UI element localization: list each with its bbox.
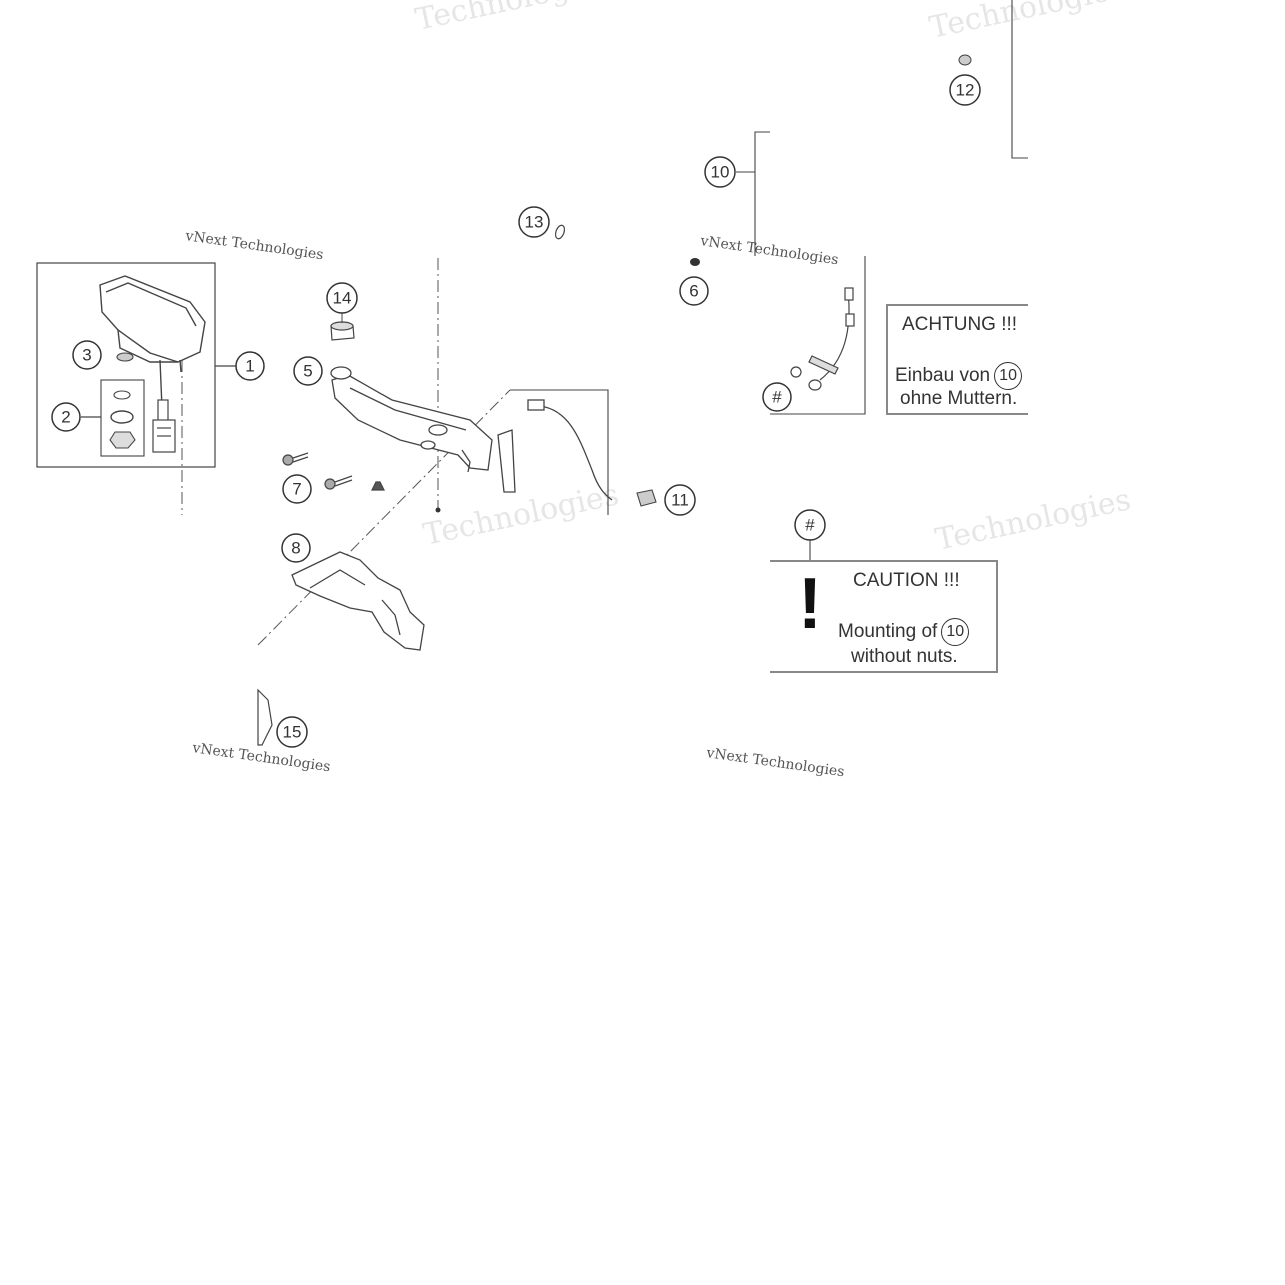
dashboard-kit-box [36,262,236,468]
o-ring [110,410,134,424]
washer [116,352,134,362]
svg-text:13: 13 [525,213,544,232]
sensor-cable [497,399,613,501]
callout-10: 10 [704,156,736,188]
exclamation-icon: ! [798,564,822,644]
small-seal [113,390,131,400]
watermark-top: Technologies [412,0,613,38]
callout-12: 12 [949,74,981,106]
svg-text:6: 6 [689,282,698,301]
callout-7: 7 [282,474,312,504]
svg-text:#: # [772,388,782,407]
svg-text:11: 11 [671,491,689,510]
seal-kit-box [100,379,145,457]
watermark-right: Technologies [932,482,1133,558]
clip [636,489,657,507]
callout-13: 13 [518,206,550,238]
svg-text:5: 5 [303,362,312,381]
axis-point [435,507,441,513]
callouts: 1 2 3 5 6 7 8 10 11 12 13 14 15 # # [51,74,981,748]
svg-text:10: 10 [711,163,730,182]
callout-2: 2 [51,402,81,432]
note-en-line1-text: Mounting of [838,621,938,643]
lower-holder [291,551,425,651]
callout-14: 14 [326,282,358,314]
svg-text:#: # [805,516,815,535]
note-de-ref: 10 [994,362,1023,390]
callout-15: 15 [276,716,308,748]
note-de-line1-text: Einbau von [895,365,991,387]
part-12-grommet [958,54,972,66]
watermark-label-mid: vNext Technologies [698,233,839,268]
callout-6: 6 [679,276,709,306]
cable-bracket-line [510,389,609,515]
note-de-title: ACHTUNG !!! [902,314,1018,335]
center-axis [181,258,511,646]
grommet-nut [109,431,136,449]
watermark-top-right: Technologies [926,0,1127,46]
dashboard-bracket [330,366,493,473]
rubber-damper [330,321,355,341]
svg-text:12: 12 [956,81,975,100]
note-en-line2: without nuts. [851,646,958,667]
watermark-label-left: vNext Technologies [183,228,324,263]
instrument-cluster [99,275,206,409]
cable-detail-frame [770,256,866,415]
callout-1: 1 [235,351,265,381]
svg-text:2: 2 [61,408,70,427]
svg-text:7: 7 [292,480,301,499]
cluster-connector [152,399,176,453]
note-en-ref: 10 [941,618,970,646]
callout-11: 11 [664,484,696,516]
small-ring [554,224,566,240]
screws [282,452,385,491]
svg-text:3: 3 [82,346,91,365]
svg-text:15: 15 [283,723,302,742]
svg-text:8: 8 [291,539,300,558]
cable-detail [790,287,855,391]
callout-3: 3 [72,340,102,370]
callout-hash-top: # [794,509,826,541]
part-15 [257,688,273,746]
ref-bracket-top-right [1011,0,1028,159]
svg-text:1: 1 [245,357,254,376]
callout-5: 5 [293,356,323,386]
watermark-center: Technologies [420,477,621,553]
small-nut [690,258,700,266]
callout-hash-side: # [762,382,792,412]
callout-8: 8 [281,533,311,563]
note-de-line2: ohne Muttern. [900,388,1018,409]
svg-text:14: 14 [333,289,352,308]
watermark-label-low-mid: vNext Technologies [704,745,845,780]
ref-bracket-10 [754,131,770,256]
note-en-title: CAUTION !!! [853,570,960,591]
